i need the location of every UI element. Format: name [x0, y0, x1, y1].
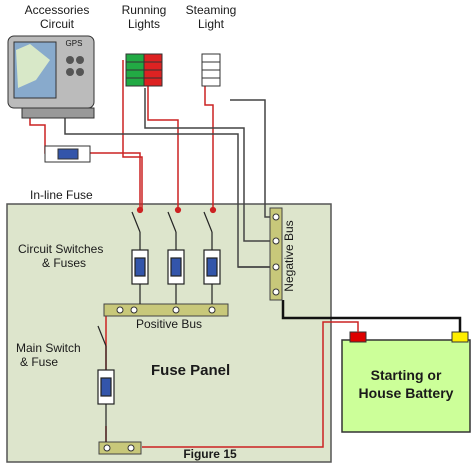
positive-bus-screws	[116, 306, 216, 314]
running-lights	[125, 53, 163, 87]
steaming-light	[201, 53, 221, 87]
fuse-panel-title: Fuse Panel	[151, 362, 231, 379]
battery-label: Starting or House Battery	[358, 367, 454, 401]
running-lights-label: Running Lights	[121, 3, 167, 31]
main-switch[interactable]	[97, 325, 115, 442]
battery-box	[341, 339, 471, 433]
battery-negative-terminal	[451, 331, 469, 343]
circuit-switch-2[interactable]	[167, 206, 185, 305]
accessories-label: Accessories Circuit	[24, 3, 90, 31]
figure-caption: Figure 15	[183, 447, 237, 461]
circuit-switch-1[interactable]	[131, 206, 149, 305]
negative-bus-bar	[269, 207, 283, 301]
battery-positive-terminal	[349, 331, 367, 343]
positive-bus-label: Positive Bus	[136, 317, 203, 331]
gps-text: GPS	[65, 39, 83, 48]
negative-bus-label: Negative Bus	[282, 220, 296, 291]
inline-fuse-label: In-line Fuse	[30, 188, 93, 202]
circuit-switches-label: Circuit Switches & Fuses	[18, 242, 104, 270]
main-switch-label: Main Switch & Fuse	[16, 341, 81, 369]
negative-bus-screws	[272, 213, 280, 296]
steaming-light-label: Steaming Light	[185, 3, 237, 31]
circuit-switch-3[interactable]	[203, 206, 221, 305]
gps-unit	[7, 35, 95, 119]
inline-fuse	[44, 145, 91, 163]
negative-wires	[64, 88, 462, 332]
